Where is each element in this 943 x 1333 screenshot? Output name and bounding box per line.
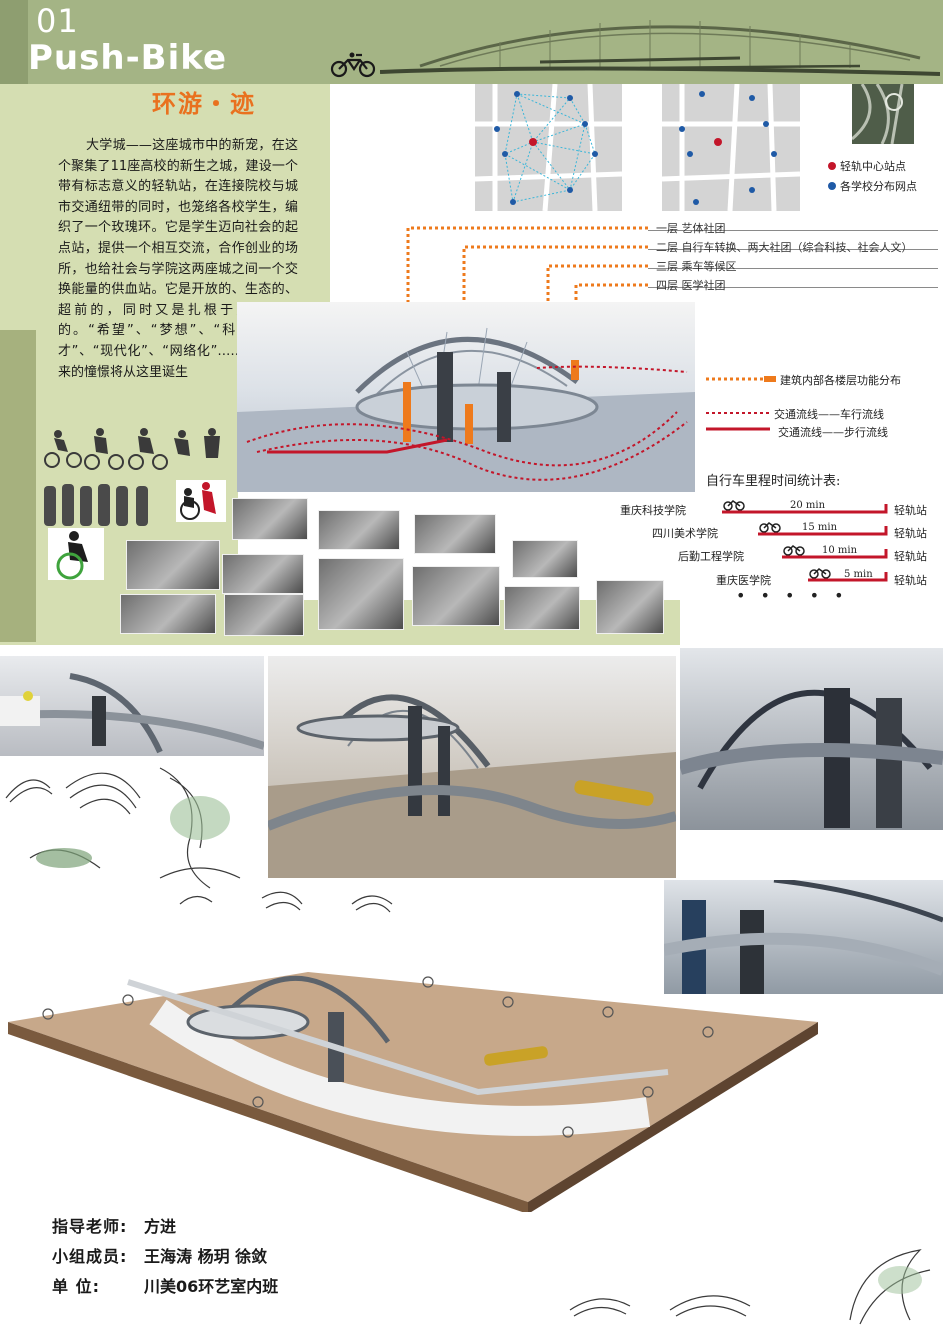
timing-row-1-school: 重庆科技学院 xyxy=(620,504,686,517)
model-perspective-graphic xyxy=(268,694,676,878)
timing-row-3-dest: 轻轨站 xyxy=(894,550,927,563)
floor-divider-2 xyxy=(648,249,938,250)
flow-legend-lines xyxy=(706,376,776,431)
advisor-row: 指导老师: 方进 xyxy=(52,1212,278,1242)
model-closeup-photo xyxy=(664,880,943,994)
aerial-photo-graphic xyxy=(851,83,914,145)
advisor-name: 方进 xyxy=(144,1217,177,1236)
cyclist-silhouettes xyxy=(44,428,220,526)
concept-sketches xyxy=(5,767,241,889)
network-map-lines xyxy=(474,83,623,212)
members-row: 小组成员: 王海涛 杨玥 徐敛 xyxy=(52,1242,278,1272)
members-label: 小组成员: xyxy=(52,1247,128,1266)
model-overview-graphic xyxy=(237,327,695,492)
bridge-illustration xyxy=(380,20,940,76)
model-detail-photo-left xyxy=(0,656,264,756)
unit-row: 单 位: 川美06环艺室内班 xyxy=(52,1272,278,1302)
timing-row-4-dest: 轻轨站 xyxy=(894,574,927,587)
floor-label-1: 一层 艺体社团 xyxy=(656,222,726,235)
timing-row-4-minutes: 5 min xyxy=(844,569,873,580)
footer-sketches xyxy=(569,1249,931,1325)
legend-school-label: 各学校分布网点 xyxy=(840,180,917,193)
timing-row-3-school: 后勤工程学院 xyxy=(678,550,744,563)
model-arch-graphic xyxy=(680,688,943,828)
timing-row-2-school: 四川美术学院 xyxy=(652,527,718,540)
timing-row-4-bar xyxy=(808,568,888,582)
team-credits: 指导老师: 方进 小组成员: 王海涛 杨玥 徐敛 单 位: 川美06环艺室内班 xyxy=(52,1212,278,1302)
map-legend: 轻轨中心站点 各学校分布网点 xyxy=(828,156,917,196)
flow-vehicle-label: 交通流线——车行流线 xyxy=(774,408,884,421)
location-map-lines xyxy=(661,83,801,212)
process-photo-5 xyxy=(126,540,220,590)
process-photo-6 xyxy=(222,554,304,594)
timing-row-2-bar xyxy=(758,522,888,536)
timing-row-1-minutes: 20 min xyxy=(790,500,826,511)
floor-label-2: 二层 自行车转换、两大社团（综合科技、社会人文） xyxy=(656,241,913,254)
header-accent-strip xyxy=(0,0,28,84)
timing-row-3-bar xyxy=(782,545,888,559)
process-photo-7 xyxy=(318,558,404,630)
timing-row-1-bar xyxy=(722,500,888,514)
process-photo-10 xyxy=(596,580,664,634)
process-photo-12 xyxy=(224,594,304,636)
model-detail-left-graphic xyxy=(0,673,264,754)
unit-name: 川美06环艺室内班 xyxy=(144,1277,279,1296)
project-subtitle: 环游・迹 xyxy=(152,90,256,118)
timing-row-2-dest: 轻轨站 xyxy=(894,527,927,540)
unit-label: 单 位: xyxy=(52,1277,100,1296)
process-photo-3 xyxy=(414,514,496,554)
process-photo-11 xyxy=(120,594,216,634)
campus-network-map xyxy=(474,83,623,212)
blue-dot-icon xyxy=(828,182,836,190)
model-perspective-photo xyxy=(268,656,676,878)
campus-location-map xyxy=(661,83,801,212)
timing-table-title: 自行车里程时间统计表: xyxy=(706,474,841,489)
aerial-photo-thumbnail xyxy=(851,83,914,145)
timing-row-2-minutes: 15 min xyxy=(802,522,838,533)
floor-divider-3 xyxy=(648,268,938,269)
process-photo-8 xyxy=(412,566,500,626)
timing-row-4-school: 重庆医学院 xyxy=(716,574,771,587)
flow-pedestrian-label: 交通流线——步行流线 xyxy=(778,426,888,439)
floor-label-4: 四层 医学社团 xyxy=(656,279,726,292)
advisor-label: 指导老师: xyxy=(52,1217,128,1236)
timing-more: • • • • • xyxy=(736,586,849,605)
floor-label-3: 三层 乘车等候区 xyxy=(656,260,737,273)
red-dot-icon xyxy=(828,162,836,170)
small-sketches xyxy=(179,891,393,913)
floor-divider-1 xyxy=(648,230,938,231)
poster-number: 01 xyxy=(36,2,79,40)
legend-school-points: 各学校分布网点 xyxy=(828,176,917,196)
model-overview-photo xyxy=(237,302,695,492)
timing-row-1-dest: 轻轨站 xyxy=(894,504,927,517)
full-site-model xyxy=(8,972,818,1212)
process-photo-4 xyxy=(512,540,578,578)
wheelchair-assist-icon xyxy=(176,480,226,522)
floor-divider-4 xyxy=(648,287,938,288)
members-names: 王海涛 杨玥 徐敛 xyxy=(144,1247,268,1266)
wheelchair-icon xyxy=(48,528,104,580)
bicycle-icon xyxy=(330,52,376,78)
flow-function-label: 建筑内部各楼层功能分布 xyxy=(780,374,901,387)
process-photo-9 xyxy=(504,586,580,630)
panel-accent-strip xyxy=(0,330,36,642)
process-photo-2 xyxy=(318,510,400,550)
legend-center-station: 轻轨中心站点 xyxy=(828,156,917,176)
model-arch-photo xyxy=(680,648,943,830)
timing-row-3-minutes: 10 min xyxy=(822,545,858,556)
poster-title: Push-Bike xyxy=(28,38,228,78)
legend-center-label: 轻轨中心站点 xyxy=(840,160,906,173)
model-closeup-graphic xyxy=(664,880,943,994)
process-photo-1 xyxy=(232,498,308,540)
